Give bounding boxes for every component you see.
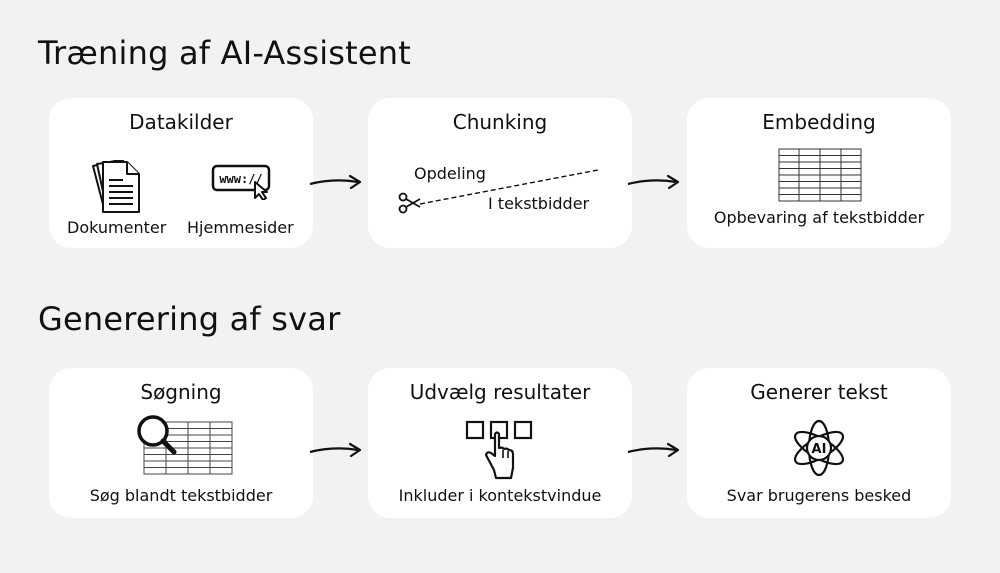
card-title: Søgning (140, 380, 222, 404)
select-boxes-icon (465, 420, 535, 482)
card-udvaelg: Udvælg resultater Inkluder i kontekstvin… (368, 368, 632, 518)
generate-caption: Svar brugerens besked (726, 486, 912, 505)
card-title: Generer tekst (750, 380, 888, 404)
section-title-generation: Generering af svar (38, 300, 341, 338)
cut-line (418, 168, 602, 208)
websites-label: Hjemmesider (187, 218, 294, 237)
card-soegning: Søgning Søg blandt tekstbidder (49, 368, 313, 518)
svg-text:www://: www:// (219, 172, 262, 186)
embedding-caption: Opbevaring af tekstbidder (713, 208, 925, 227)
arrow-right-icon (308, 174, 364, 190)
website-icon: www:// (211, 164, 273, 200)
svg-text:AI: AI (812, 442, 827, 457)
magnifier-icon (137, 415, 177, 455)
hand-pointer-icon (484, 431, 515, 480)
card-generer: Generer tekst AI Svar brugerens besked (687, 368, 951, 518)
arrow-right-icon (626, 174, 682, 190)
search-table-icon (134, 414, 234, 476)
card-title: Datakilder (129, 110, 233, 134)
card-title: Udvælg resultater (409, 380, 591, 404)
card-chunking: Chunking Opdeling I tekstbidder (368, 98, 632, 248)
search-caption: Søg blandt tekstbidder (89, 486, 273, 505)
scissors-icon (398, 192, 422, 214)
ai-atom-icon: AI (789, 418, 849, 478)
arrow-right-icon (626, 442, 682, 458)
arrow-right-icon (308, 442, 364, 458)
chunking-line2: I tekstbidder (488, 194, 590, 213)
documents-icon (89, 160, 145, 214)
table-icon (778, 148, 862, 202)
documents-label: Dokumenter (67, 218, 167, 237)
card-embedding: Embedding Opbevaring af tekstbidder (687, 98, 951, 248)
chunking-line1: Opdeling (414, 164, 486, 183)
section-title-training: Træning af AI-Assistent (38, 34, 412, 72)
card-datakilder: Datakilder www:// Dokumenter Hje (49, 98, 313, 248)
card-title: Embedding (762, 110, 876, 134)
select-caption: Inkluder i kontekstvindue (398, 486, 602, 505)
card-title: Chunking (452, 110, 548, 134)
